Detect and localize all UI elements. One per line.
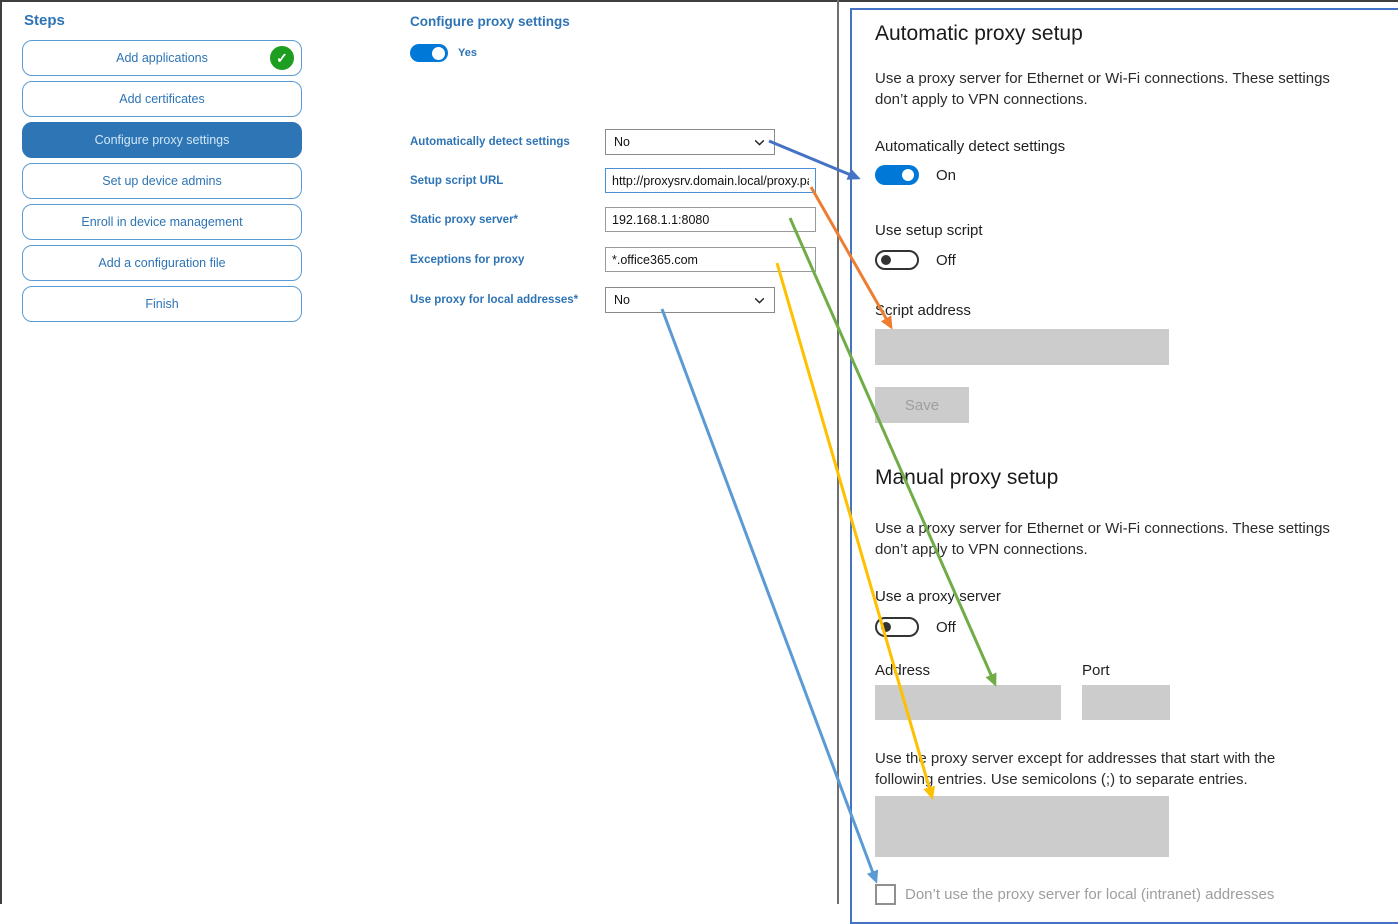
address-input[interactable] — [875, 685, 1061, 720]
proxy-toggle-state: Off — [936, 619, 956, 636]
automatic-proxy-setup-heading: Automatic proxy setup — [875, 22, 1083, 45]
script-address-input[interactable] — [875, 329, 1169, 365]
use-a-proxy-server-toggle[interactable] — [875, 617, 919, 637]
use-proxy-for-local-addresses-select[interactable]: No — [605, 287, 775, 313]
step-label: Configure proxy settings — [94, 133, 230, 147]
step-label: Finish — [145, 297, 179, 311]
automatically-detect-settings-select[interactable]: No — [605, 129, 775, 155]
steps-panel: Steps Add applications ✓ Add certificate… — [22, 12, 302, 327]
configure-proxy-toggle[interactable] — [410, 44, 448, 62]
field-row-exceptions-for-proxy: Exceptions for proxy — [410, 247, 816, 272]
configure-proxy-toggle-label: Yes — [458, 47, 477, 59]
manual-proxy-description: Use a proxy server for Ethernet or Wi-Fi… — [875, 520, 1330, 558]
field-row-automatically-detect: Automatically detect settings No — [410, 129, 775, 155]
proxy-exceptions-textarea[interactable] — [875, 796, 1169, 857]
step-label: Add applications — [116, 51, 208, 65]
address-label: Address — [875, 662, 931, 679]
field-label: Exceptions for proxy — [410, 253, 525, 266]
step-button-set-up-device-admins[interactable]: Set up device admins — [22, 163, 302, 199]
use-a-proxy-server-label: Use a proxy server — [875, 588, 1001, 605]
toggle-knob — [432, 46, 445, 60]
field-label: Use proxy for local addresses* — [410, 294, 579, 306]
field-row-use-proxy-local: Use proxy for local addresses* No — [410, 287, 775, 313]
proxy-exceptions-description: Use the proxy server except for addresse… — [875, 750, 1276, 788]
step-button-add-a-configuration-file[interactable]: Add a configuration file — [22, 245, 302, 281]
setup-script-url-input[interactable] — [605, 168, 816, 193]
field-row-static-proxy-server: Static proxy server* — [410, 207, 816, 232]
form-title: Configure proxy settings — [410, 14, 570, 29]
local-addresses-checkbox-label: Don’t use the proxy server for local (in… — [905, 886, 1275, 903]
step-button-finish[interactable]: Finish — [22, 286, 302, 322]
field-label: Automatically detect settings — [410, 136, 570, 148]
detect-toggle-state: On — [936, 167, 957, 184]
port-label: Port — [1082, 662, 1110, 679]
select-value: No — [614, 293, 630, 307]
step-button-add-applications[interactable]: Add applications ✓ — [22, 40, 302, 76]
use-setup-script-label: Use setup script — [875, 222, 983, 239]
field-label: Static proxy server* — [410, 213, 519, 226]
step-label: Enroll in device management — [81, 215, 243, 229]
step-label: Add certificates — [119, 92, 205, 106]
field-label: Setup script URL — [410, 174, 504, 187]
check-glyph: ✓ — [276, 49, 288, 66]
chevron-down-icon — [754, 297, 765, 304]
step-button-configure-proxy-settings[interactable]: Configure proxy settings — [22, 122, 302, 158]
use-setup-script-toggle[interactable] — [875, 250, 919, 270]
toggle-knob — [881, 622, 891, 632]
script-address-label: Script address — [875, 302, 971, 319]
save-button[interactable]: Save — [875, 387, 969, 423]
windows-proxy-settings-panel: Automatic proxy setup Use a proxy server… — [850, 8, 1398, 924]
check-icon: ✓ — [270, 46, 294, 70]
automatically-detect-settings-label: Automatically detect settings — [875, 138, 1066, 155]
port-input[interactable] — [1082, 685, 1170, 720]
static-proxy-server-input[interactable] — [605, 207, 816, 232]
panel-divider — [837, 0, 839, 904]
step-label: Set up device admins — [102, 174, 222, 188]
step-button-enroll-in-device-management[interactable]: Enroll in device management — [22, 204, 302, 240]
select-value: No — [614, 135, 630, 149]
field-row-setup-script-url: Setup script URL — [410, 168, 816, 193]
script-toggle-state: Off — [936, 252, 956, 269]
local-addresses-checkbox[interactable] — [875, 884, 896, 905]
step-button-add-certificates[interactable]: Add certificates — [22, 81, 302, 117]
exceptions-for-proxy-input[interactable] — [605, 247, 816, 272]
steps-title: Steps — [24, 12, 65, 29]
automatic-proxy-description: Use a proxy server for Ethernet or Wi-Fi… — [875, 70, 1330, 108]
toggle-knob — [881, 255, 891, 265]
manual-proxy-setup-heading: Manual proxy setup — [875, 466, 1059, 489]
step-label: Add a configuration file — [98, 256, 226, 270]
chevron-down-icon — [754, 139, 765, 146]
proxy-config-form: Configure proxy settings Yes Automatical… — [410, 0, 840, 904]
automatically-detect-settings-toggle[interactable] — [875, 165, 919, 185]
toggle-knob — [902, 169, 914, 181]
